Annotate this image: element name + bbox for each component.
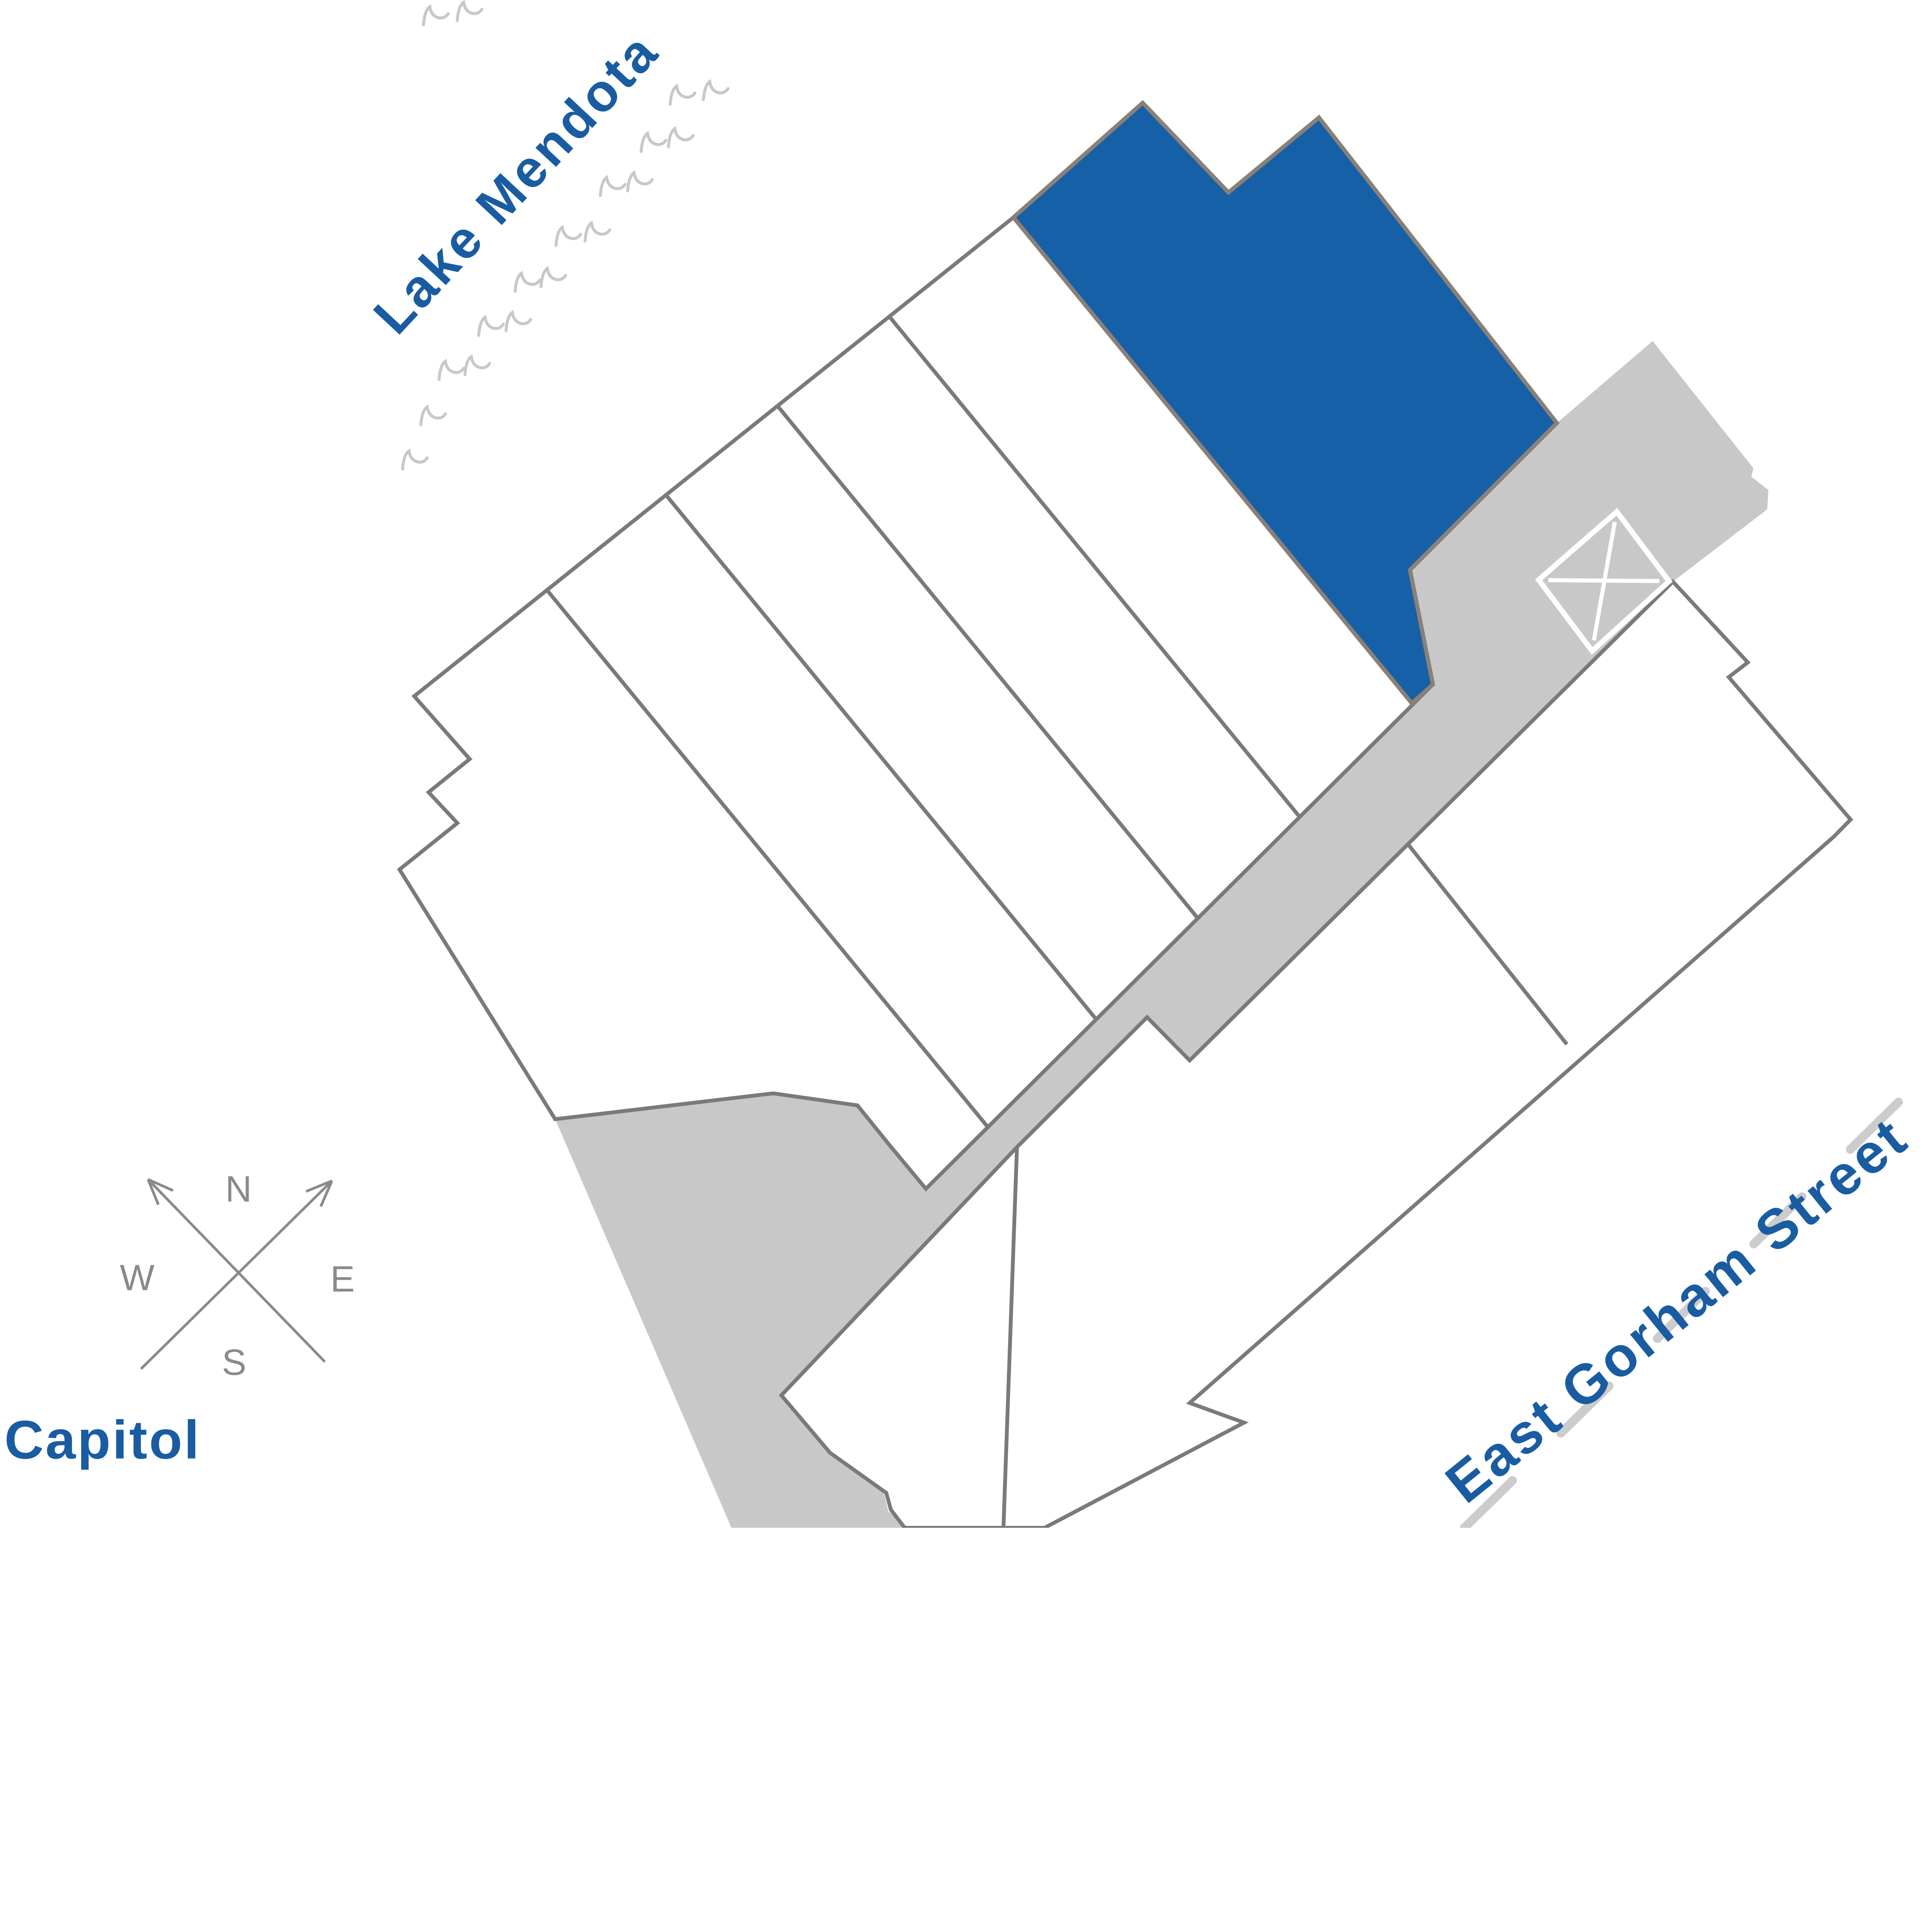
compass-letter-w: W <box>120 1257 155 1298</box>
wave-symbol-icon <box>437 359 465 381</box>
lot-divider <box>1001 1147 1019 1528</box>
wave-symbol-icon <box>477 315 505 337</box>
lot-divider <box>888 315 1301 818</box>
plat-map: Lake Mendota East Gorham Street Capitol … <box>4 0 1932 1528</box>
lot-divider <box>1405 842 1568 1046</box>
wave-symbol-icon <box>639 131 667 153</box>
x-box-marker <box>1535 508 1673 655</box>
compass-arrowhead <box>305 1179 333 1193</box>
wave-symbol-icon <box>456 0 483 22</box>
plat-map-stage: Lake Mendota East Gorham Street Capitol … <box>4 0 1932 1528</box>
wave-symbol-icon <box>422 4 450 27</box>
wave-symbol-icon <box>702 79 730 102</box>
street-dashed-line <box>1460 1065 1932 1528</box>
wave-symbol-icon <box>463 354 491 376</box>
wave-symbol-icon <box>626 170 654 192</box>
wave-symbol-icon <box>667 126 695 148</box>
lower-lot-block[interactable] <box>779 579 1854 1528</box>
lot-divider <box>546 589 990 1129</box>
lot-divider <box>776 405 1199 919</box>
compass-letter-e: E <box>330 1259 355 1300</box>
road-area <box>555 341 1769 1528</box>
highlighted-parcel[interactable] <box>1010 100 1560 706</box>
wave-symbol-icon <box>401 448 429 471</box>
lot-divider <box>665 494 1098 1020</box>
compass-arm <box>140 1180 333 1370</box>
wave-symbol-icon <box>599 175 627 197</box>
compass-arrowhead <box>147 1178 174 1192</box>
wave-symbol-icon <box>668 83 697 106</box>
lake-label: Lake Mendota <box>362 21 670 345</box>
wave-symbol-icon <box>554 224 582 247</box>
map-geometry-layer <box>140 0 1932 1528</box>
wave-symbol-icon <box>514 270 541 293</box>
compass-arrowhead <box>320 1180 333 1207</box>
x-mark-stroke <box>1548 578 1660 583</box>
wave-symbol-icon <box>504 310 532 332</box>
street-label: East Gorham Street <box>1434 1105 1919 1515</box>
capitol-label: Capitol <box>4 1410 201 1470</box>
compass-letter-n: N <box>225 1168 252 1209</box>
wave-symbol-icon <box>583 220 611 243</box>
compass-arm <box>147 1178 326 1363</box>
compass-arrowhead <box>146 1179 160 1205</box>
compass-letter-s: S <box>222 1342 246 1383</box>
wave-symbol-icon <box>539 266 567 288</box>
wave-symbol-icon <box>419 404 447 427</box>
